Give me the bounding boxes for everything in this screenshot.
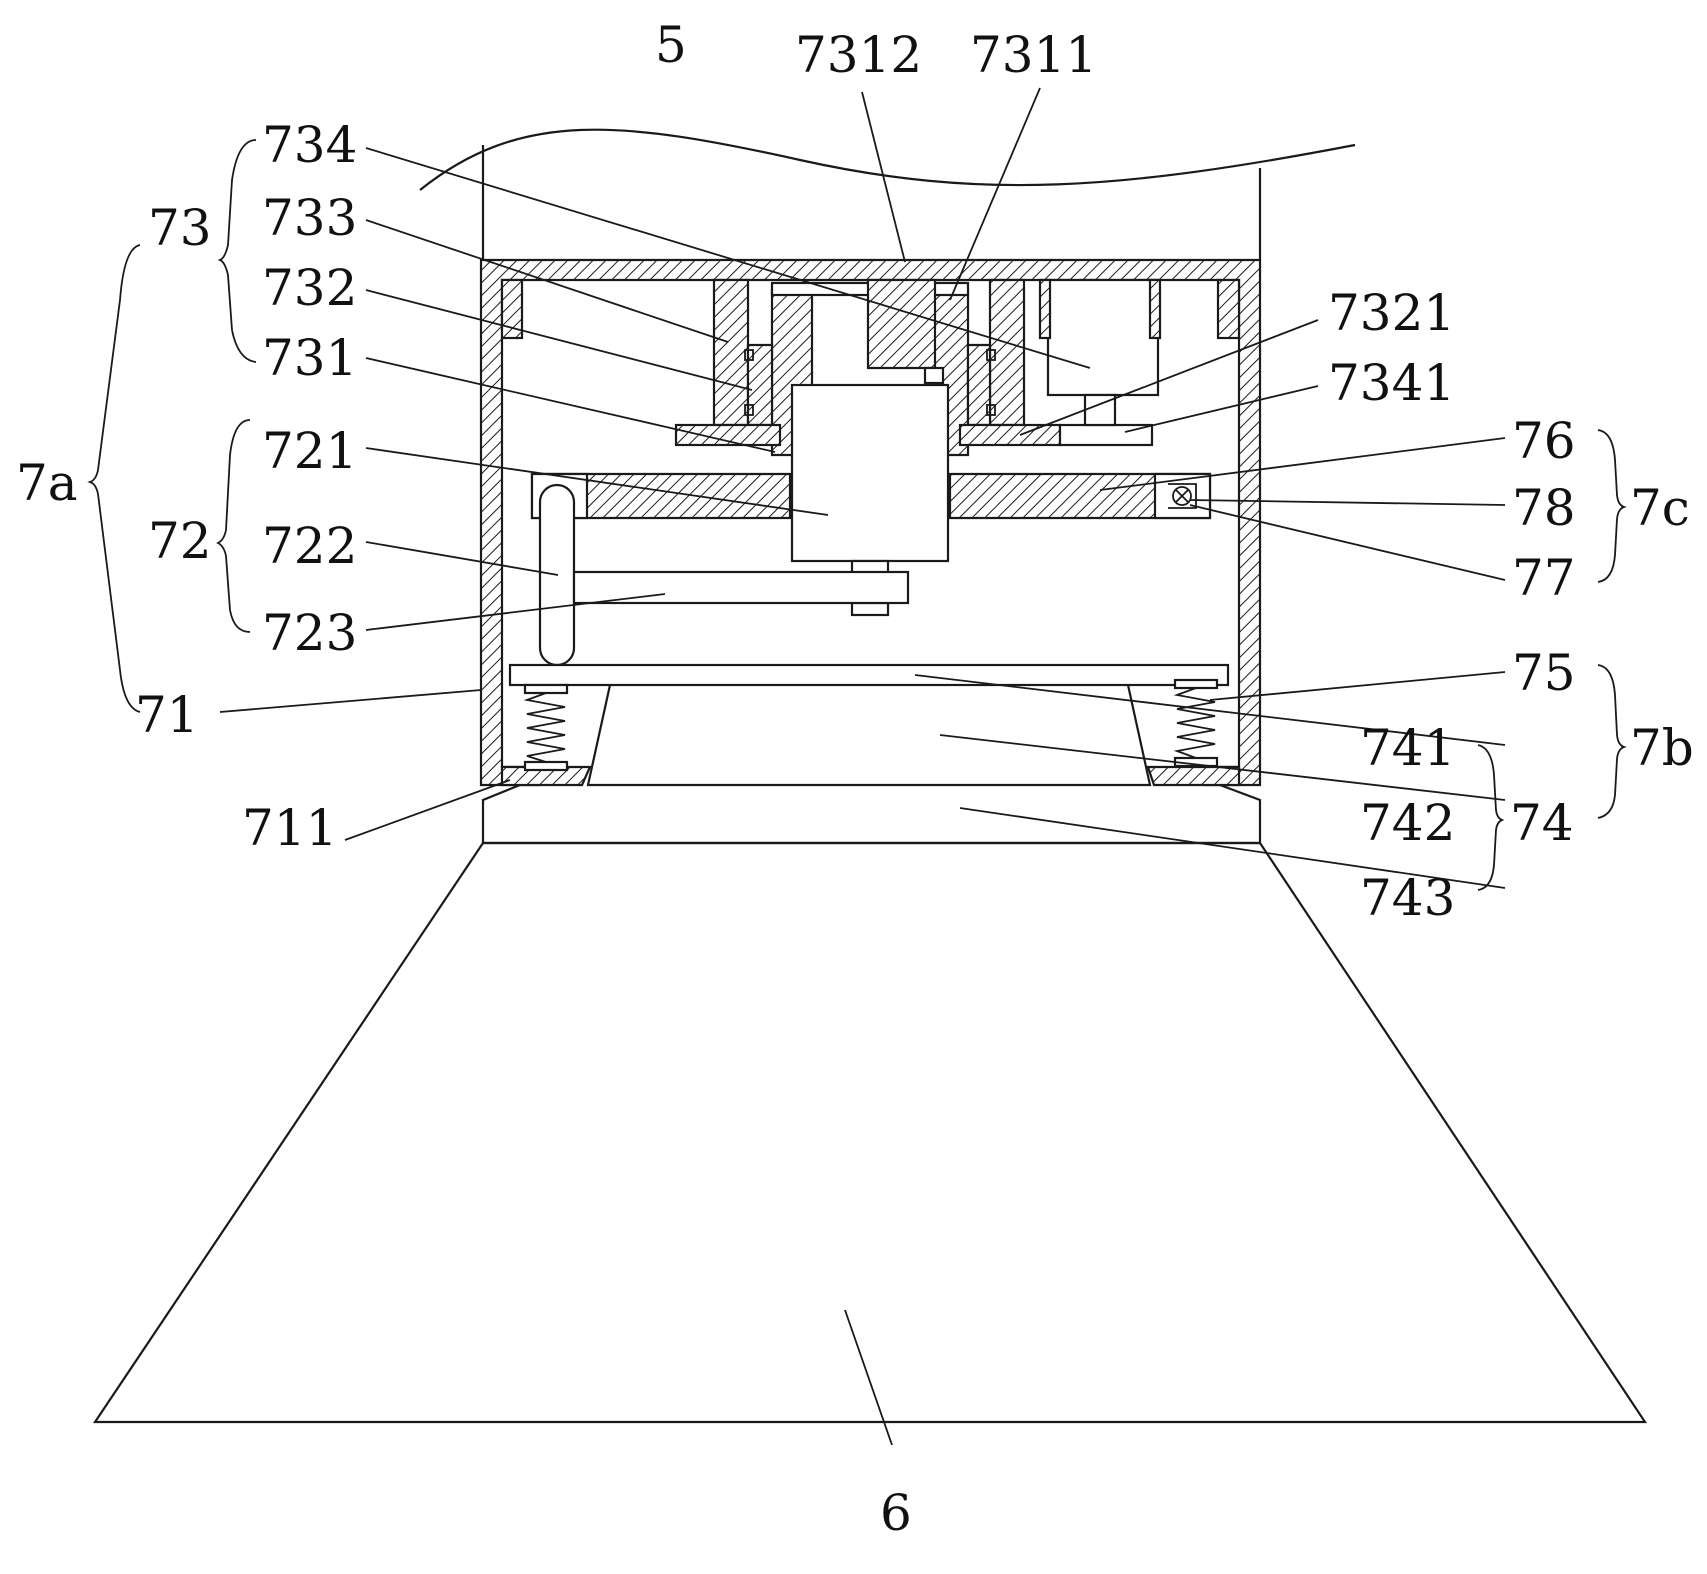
label-74: 74 [1510, 794, 1574, 852]
part-5-upper-body [419, 128, 1356, 260]
label-7312: 7312 [795, 26, 922, 84]
label-7c: 7c [1630, 479, 1690, 537]
brush-742 [586, 684, 1152, 787]
label-723: 723 [262, 604, 357, 662]
label-711: 711 [242, 799, 337, 857]
label-722: 722 [262, 517, 357, 575]
label-76: 76 [1512, 412, 1576, 470]
label-7321: 7321 [1328, 284, 1455, 342]
label-742: 742 [1360, 794, 1455, 852]
label-7311: 7311 [970, 26, 1097, 84]
label-5: 5 [655, 16, 687, 74]
part-6-cone [92, 841, 1648, 1424]
labels: 5 7312 7311 734 733 73 732 731 7321 7341… [16, 16, 1694, 1542]
spring-75-left [523, 683, 569, 772]
label-721: 721 [262, 422, 357, 480]
label-75: 75 [1512, 644, 1576, 702]
spring-75-right [1173, 678, 1219, 768]
label-741: 741 [1360, 719, 1455, 777]
bearing-housing-731 [674, 278, 1154, 457]
motor-721 [790, 383, 950, 617]
plate-741 [508, 663, 1230, 687]
label-7b: 7b [1630, 719, 1694, 777]
label-78: 78 [1512, 479, 1576, 537]
label-7a: 7a [16, 454, 78, 512]
housing-71 [479, 258, 1262, 787]
label-77: 77 [1512, 549, 1576, 607]
motor-734 [1038, 278, 1162, 427]
label-6: 6 [880, 1484, 912, 1542]
label-73: 73 [148, 199, 212, 257]
label-733: 733 [262, 189, 357, 247]
braces [87, 139, 1627, 891]
label-743: 743 [1360, 869, 1455, 927]
label-731: 731 [262, 329, 357, 387]
label-7341: 7341 [1328, 354, 1455, 412]
label-734: 734 [262, 116, 357, 174]
label-72: 72 [148, 512, 212, 570]
leader-lines [219, 87, 1506, 1446]
label-732: 732 [262, 259, 357, 317]
label-71: 71 [135, 686, 199, 744]
